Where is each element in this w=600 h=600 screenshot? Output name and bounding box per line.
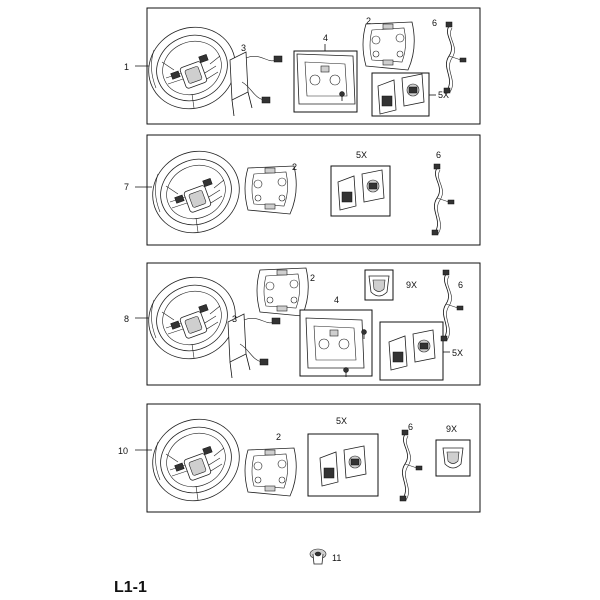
switches-box [307, 433, 379, 497]
switch-bezel-icon [305, 317, 365, 369]
part-5x-label: 5X [336, 416, 347, 426]
clip-icon [309, 548, 327, 565]
part-9x-label: 9X [406, 280, 417, 290]
part-3-label: 3 [241, 43, 246, 53]
part-5x-label: 5X [452, 348, 463, 358]
switch-bezel-icon [362, 21, 415, 71]
panel-variant-10: 10 2 5X 6 9X [118, 403, 481, 516]
part-5x-label: 5X [438, 90, 449, 100]
variant-label: 1 [124, 62, 129, 72]
switch-bezel-icon [244, 447, 297, 497]
part-11-label: 11 [332, 553, 341, 563]
variant-label: 10 [118, 446, 128, 456]
panel-variant-1: 1 3 4 2 5X 6 [124, 7, 481, 125]
variant-label: 7 [124, 182, 129, 192]
panel-variant-7: 7 2 5X 6 [124, 134, 481, 248]
part-6-label: 6 [458, 280, 463, 290]
part-6-label: 6 [408, 422, 413, 432]
switch-bezel-icon [256, 267, 309, 317]
switch-bezel-icon [296, 53, 356, 105]
cover-cap-icon [368, 275, 390, 297]
variant-label: 8 [124, 314, 129, 324]
switch-bezel-icon [244, 165, 297, 215]
part-2-label: 2 [292, 162, 297, 172]
part-2-label: 2 [310, 273, 315, 283]
panel-variant-8: 8 3 2 4 9X 5X 6 [124, 262, 481, 386]
part-6-label: 6 [432, 18, 437, 28]
part-3-label: 3 [232, 314, 237, 324]
part-9x-label: 9X [446, 424, 457, 434]
part-6-label: 6 [436, 150, 441, 160]
part-5x-label: 5X [356, 150, 367, 160]
part-2-label: 2 [276, 432, 281, 442]
part-2-label: 2 [366, 16, 371, 26]
cover-cap-icon [442, 447, 464, 469]
part-4-label: 4 [334, 295, 339, 305]
part-4-label: 4 [323, 33, 328, 43]
page-code: L1-1 [114, 579, 147, 596]
